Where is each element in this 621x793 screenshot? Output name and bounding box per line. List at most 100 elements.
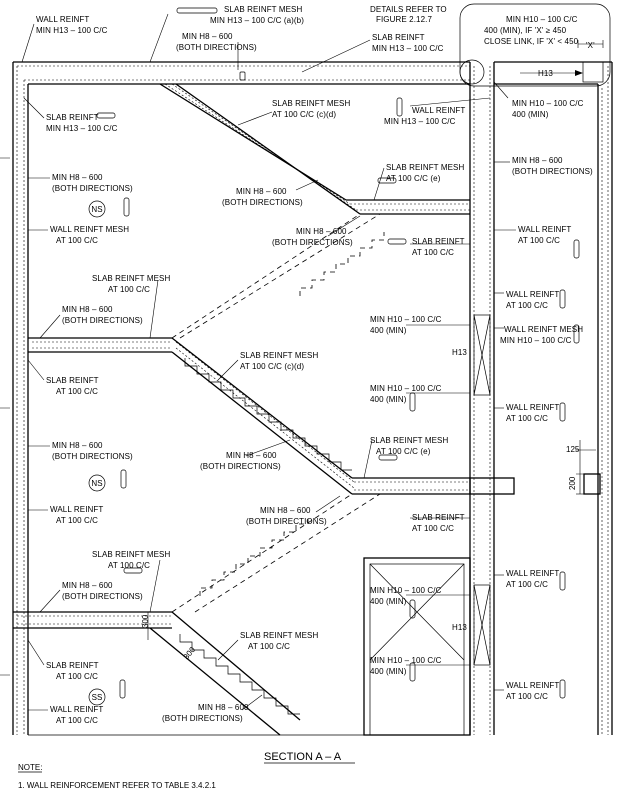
label-landing1-mesh-1: SLAB REINFT MESH bbox=[386, 163, 464, 172]
dim-200: 200 bbox=[568, 476, 577, 490]
label-min-h8-l2-2: (BOTH DIRECTIONS) bbox=[62, 316, 143, 325]
label-min-h10-r2-2: 400 (MIN) bbox=[370, 395, 407, 404]
label-slab-reinft-l2-2: AT 100 C/C bbox=[56, 387, 98, 396]
flight-3-steps bbox=[179, 634, 300, 715]
label-slab-left-top-2: MIN H13 – 100 C/C bbox=[46, 124, 118, 133]
label-wall-reinft-l4-1: WALL REINFT bbox=[50, 705, 103, 714]
label-slab-reinft-r1-1: SLAB REINFT bbox=[412, 237, 465, 246]
label-slab-mesh-l3-2: AT 100 C/C bbox=[108, 561, 150, 570]
label-slab-reinft-r2-2: AT 100 C/C bbox=[412, 524, 454, 533]
label-min-h8-l1-1: MIN H8 – 600 bbox=[52, 173, 103, 182]
label-slab-mesh-l2-2: AT 100 C/C bbox=[108, 285, 150, 294]
dim-125: 125 bbox=[566, 445, 580, 454]
label-min-h8-r1-2: (BOTH DIRECTIONS) bbox=[512, 167, 593, 176]
label-min-h10-r4-2: 400 (MIN) bbox=[370, 667, 407, 676]
label-slab-reinft-r1-2: AT 100 C/C bbox=[412, 248, 454, 257]
label-wall-reinft-l3-2: AT 100 C/C bbox=[56, 516, 98, 525]
door-opening bbox=[363, 557, 471, 736]
label-flight2-mesh-2: AT 100 C/C (c)(d) bbox=[240, 362, 304, 371]
label-slab-mesh-l2-1: SLAB REINFT MESH bbox=[92, 274, 170, 283]
label-flight3-mesh-2: AT 100 C/C bbox=[248, 642, 290, 651]
label-landing2-mesh-2: AT 100 C/C (e) bbox=[376, 447, 431, 456]
label-min-h8-mid3-1: MIN H8 – 600 bbox=[226, 451, 277, 460]
label-flight3-mesh-1: SLAB REINFT MESH bbox=[240, 631, 318, 640]
label-wall-reinft-r2-1: WALL REINFT bbox=[506, 290, 559, 299]
label-slab-mesh-l3-1: SLAB REINFT MESH bbox=[92, 550, 170, 559]
label-min-h10-top-2: 400 (MIN) bbox=[512, 110, 549, 119]
label-min-h10-r4-1: MIN H10 – 100 C/C bbox=[370, 656, 442, 665]
leader-lines bbox=[21, 13, 516, 711]
structure bbox=[12, 61, 613, 736]
label-top-slab-mesh-2: MIN H13 – 100 C/C (a)(b) bbox=[210, 16, 304, 25]
label-wall-right-top-2: MIN H13 – 100 C/C bbox=[384, 117, 456, 126]
label-wall-right-top-1: WALL REINFT bbox=[412, 106, 465, 115]
label-flight2-mesh-1: SLAB REINFT MESH bbox=[240, 351, 318, 360]
label-wall-reinft-r2-2: AT 100 C/C bbox=[506, 301, 548, 310]
label-h13-mid2: H13 bbox=[452, 623, 467, 632]
label-min-h8-l3-2: (BOTH DIRECTIONS) bbox=[52, 452, 133, 461]
label-top-slab-mesh-1: SLAB REINFT MESH bbox=[224, 5, 302, 14]
label-wall-reinft-l3-1: WALL REINFT bbox=[50, 505, 103, 514]
label-flight1-mesh-1: SLAB REINFT MESH bbox=[272, 99, 350, 108]
label-top-wall-2: MIN H13 – 100 C/C bbox=[36, 26, 108, 35]
label-min-h8-l3-1: MIN H8 – 600 bbox=[52, 441, 103, 450]
label-wall-reinft-r4-1: WALL REINFT bbox=[506, 569, 559, 578]
svg-text:NS: NS bbox=[91, 205, 102, 214]
label-wall-reinft-r3-2: AT 100 C/C bbox=[506, 414, 548, 423]
label-top-slab-reinft-2: MIN H13 – 100 C/C bbox=[372, 44, 444, 53]
label-min-h8-mid2-2: (BOTH DIRECTIONS) bbox=[272, 238, 353, 247]
svg-text:SS: SS bbox=[92, 693, 103, 702]
label-min-h8-mid3-2: (BOTH DIRECTIONS) bbox=[200, 462, 281, 471]
label-wall-reinft-r5-2: AT 100 C/C bbox=[506, 692, 548, 701]
label-wall-reinft-r1-1: WALL REINFT bbox=[518, 225, 571, 234]
label-min-h8-r1-1: MIN H8 – 600 bbox=[512, 156, 563, 165]
section-title: SECTION A – A bbox=[264, 751, 342, 763]
label-top-wall-1: WALL REINFT bbox=[36, 15, 89, 24]
label-wall-reinft-r4-2: AT 100 C/C bbox=[506, 580, 548, 589]
label-min-h10-r1-2: 400 (MIN) bbox=[370, 326, 407, 335]
detail-x-label: 'X' bbox=[586, 41, 595, 50]
flight-2-steps bbox=[184, 358, 352, 471]
label-slab-left-top-1: SLAB REINFT bbox=[46, 113, 99, 122]
center-lines bbox=[0, 157, 12, 676]
label-min-h8-l1-2: (BOTH DIRECTIONS) bbox=[52, 184, 133, 193]
rebar-symbols bbox=[96, 7, 580, 699]
label-min-h8-l4-2: (BOTH DIRECTIONS) bbox=[62, 592, 143, 601]
label-wall-reinft-r3-1: WALL REINFT bbox=[506, 403, 559, 412]
label-top-slab-reinft-1: SLAB REINFT bbox=[372, 33, 425, 42]
labels: WALL REINFT MIN H13 – 100 C/C SLAB REINF… bbox=[36, 5, 593, 725]
label-min-h8-l2-1: MIN H8 – 600 bbox=[62, 305, 113, 314]
label-min-h8-mid4-1: MIN H8 – 600 bbox=[260, 506, 311, 515]
label-min-h8-mid2-1: MIN H8 – 600 bbox=[296, 227, 347, 236]
label-wall-reinft-r5-1: WALL REINFT bbox=[506, 681, 559, 690]
label-min-h10-r1-1: MIN H10 – 100 C/C bbox=[370, 315, 442, 324]
label-landing2-mesh-1: SLAB REINFT MESH bbox=[370, 436, 448, 445]
detail-h13-label: H13 bbox=[538, 69, 553, 78]
label-min-h10-r3-1: MIN H10 – 100 C/C bbox=[370, 586, 442, 595]
detail-line2: 400 (MIN), IF 'X' ≥ 450 bbox=[484, 26, 567, 35]
details-ref-line2: FIGURE 2.12.7 bbox=[376, 15, 432, 24]
label-min-h8-bot-2: (BOTH DIRECTIONS) bbox=[162, 714, 243, 723]
dim-300a: 300 bbox=[141, 614, 150, 628]
marker-ns-2: NS bbox=[88, 474, 106, 492]
label-min-h10-r3-2: 400 (MIN) bbox=[370, 597, 407, 606]
label-h13-mid1: H13 bbox=[452, 348, 467, 357]
wall-opening-upper bbox=[473, 314, 491, 396]
label-slab-reinft-l2-1: SLAB REINFT bbox=[46, 376, 99, 385]
label-flight1-mesh-2: AT 100 C/C (c)(d) bbox=[272, 110, 336, 119]
label-wall-mesh-l1-1: WALL REINFT MESH bbox=[50, 225, 129, 234]
label-slab-reinft-l3-2: AT 100 C/C bbox=[56, 672, 98, 681]
svg-text:NS: NS bbox=[91, 479, 102, 488]
note-item-1: 1. WALL REINFORCEMENT REFER TO TABLE 3.4… bbox=[18, 781, 216, 790]
marker-ss: SS bbox=[88, 688, 106, 706]
label-min-h8-l4-1: MIN H8 – 600 bbox=[62, 581, 113, 590]
label-top-h8-1: MIN H8 – 600 bbox=[182, 32, 233, 41]
note-heading: NOTE: bbox=[18, 763, 42, 772]
hidden-stair-lines bbox=[171, 213, 385, 613]
detail-line1: MIN H10 – 100 C/C bbox=[506, 15, 578, 24]
label-landing1-mesh-2: AT 100 C/C (e) bbox=[386, 174, 441, 183]
label-wall-reinft-l4-2: AT 100 C/C bbox=[56, 716, 98, 725]
dim-300b: 300 bbox=[182, 645, 198, 661]
